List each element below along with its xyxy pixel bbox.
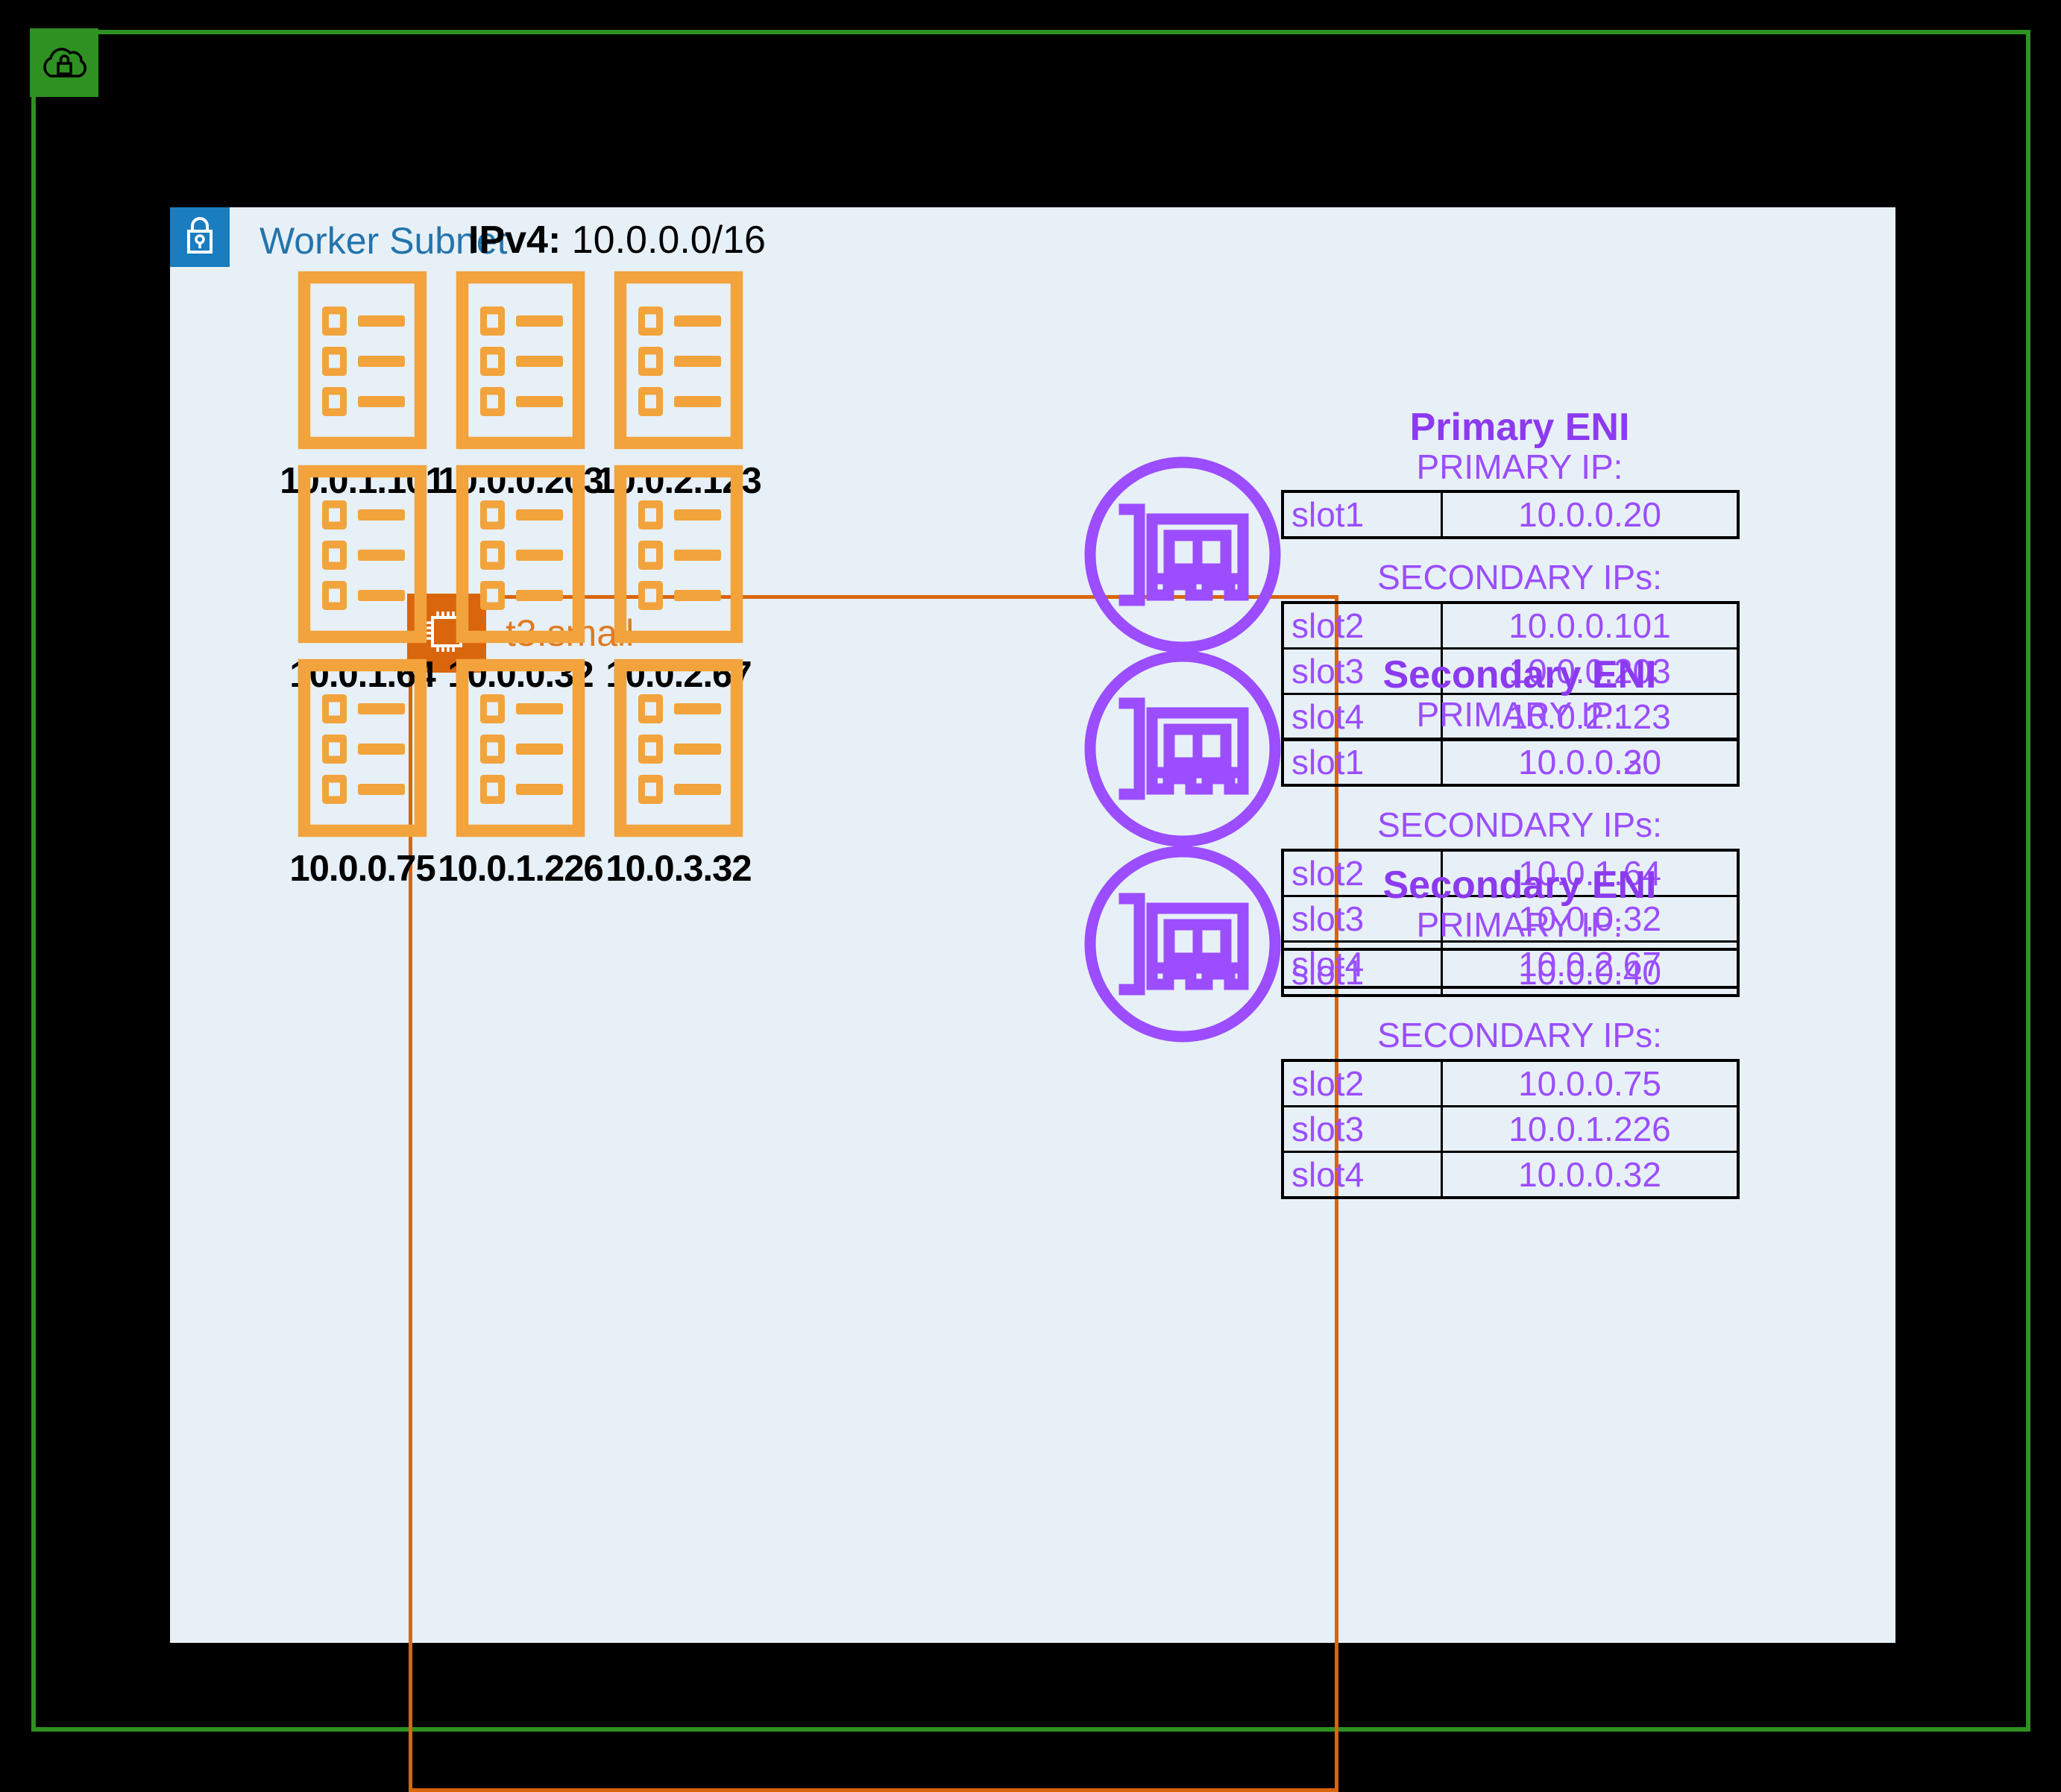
slot-label: slot1: [1281, 948, 1443, 997]
slot-label: slot3: [1281, 1104, 1443, 1153]
table-row: slot2 10.0.0.75: [1281, 1059, 1740, 1107]
secondary-ips-table: slot2 10.0.0.75 slot3 10.0.1.226 slot4 1…: [1281, 1058, 1740, 1199]
subnet-cidr-value: 10.0.0.0/16: [571, 219, 766, 262]
pod-8: 10.0.3.32: [567, 658, 790, 890]
ip-value: 10.0.1.226: [1441, 1104, 1740, 1153]
pod-ip-label: 10.0.1.226: [438, 849, 604, 889]
slot-label: slot2: [1281, 849, 1443, 897]
pod-icon: [456, 271, 585, 450]
ip-value: 10.0.0.101: [1441, 601, 1740, 650]
eni-block-2: Secondary ENI PRIMARY IP: slot1 10.0.0.4…: [1281, 865, 1758, 1199]
pod-icon: [614, 465, 743, 644]
worker-subnet-panel: Worker Subnet IPv4: 10.0.0.0/16: [170, 207, 1895, 1792]
ip-value: 10.0.0.32: [1441, 1150, 1740, 1199]
secondary-ips-table: slot2 10.0.0.101 slot3 10.0.0.203 slot4 …: [1281, 600, 1740, 741]
pod-icon: [298, 465, 427, 644]
pod-icon: [298, 658, 427, 837]
pod-icon: [298, 271, 427, 450]
secondary-ips-label: SECONDARY IPs:: [1377, 558, 1662, 597]
pod-icon: [614, 658, 743, 837]
primary-ip-table: slot1 10.0.0.20 10.0.0.20 10.0.0.30: [1281, 738, 1740, 787]
pod-icon: [456, 465, 585, 644]
eni-title: Secondary ENI: [1382, 864, 1657, 907]
ip-value: 10.0.0.75: [1441, 1059, 1740, 1107]
pod-icon: [614, 271, 743, 450]
subnet-badge: [170, 207, 230, 267]
ip-value: 10.0.0.40: [1441, 948, 1740, 997]
slot-label: slot3: [1281, 894, 1443, 943]
network-interface-card-icon: [1084, 456, 1281, 653]
primary-ip-table: slot1 10.0.0.20: [1281, 490, 1740, 540]
slot-label: slot3: [1281, 647, 1443, 695]
primary-ip-label: PRIMARY IP:: [1416, 694, 1623, 734]
eni-title: Secondary ENI: [1382, 653, 1657, 697]
ip-value: 10.0.0.203: [1441, 647, 1740, 695]
pod-7: 10.0.1.226: [409, 658, 632, 890]
ip-value: 10.0.1.64: [1441, 849, 1740, 897]
table-row: slot2 10.0.1.64: [1281, 849, 1740, 897]
slot-label: slot4: [1281, 692, 1443, 741]
eni-circle-0: [1081, 453, 1284, 656]
table-row: slot4 10.0.0.32: [1281, 1150, 1740, 1199]
slot-label: slot1: [1281, 490, 1443, 539]
primary-ip-label: PRIMARY IP:: [1416, 905, 1623, 944]
eni-block-0: Primary ENI PRIMARY IP: slot1 10.0.0.20 …: [1281, 407, 1758, 741]
slot-label: slot2: [1281, 1059, 1443, 1107]
slot-label: slot2: [1281, 601, 1443, 650]
vpc-badge: [30, 28, 98, 97]
secondary-ips-label: SECONDARY IPs:: [1377, 1016, 1662, 1055]
overlapping-ip-text: 10.0.0.20 10.0.0.20 10.0.0.30: [1518, 743, 1661, 782]
subnet-cidr: IPv4: 10.0.0.0/16: [468, 218, 766, 262]
secondary-ips-label: SECONDARY IPs:: [1377, 805, 1662, 845]
subnet-cidr-label: IPv4:: [468, 219, 561, 262]
ip-value: 10.0.0.20: [1441, 490, 1740, 539]
primary-ip-table: slot1 10.0.0.40: [1281, 948, 1740, 998]
primary-ip-label: PRIMARY IP:: [1416, 447, 1623, 486]
table-row: slot1 10.0.0.20: [1281, 490, 1740, 539]
pod-icon: [456, 658, 585, 837]
eni-circle-1: [1081, 647, 1284, 850]
slot-label: slot4: [1281, 1150, 1443, 1199]
eni-title: Primary ENI: [1409, 406, 1630, 449]
ip-value: 10.0.0.20 10.0.0.20 10.0.0.30: [1441, 738, 1740, 787]
table-row: slot2 10.0.0.101: [1281, 601, 1740, 650]
table-row: slot1 10.0.0.20 10.0.0.20 10.0.0.30: [1281, 738, 1740, 787]
table-row: slot1 10.0.0.40: [1281, 948, 1740, 997]
pod-6: 10.0.0.75: [251, 658, 474, 890]
table-row: slot3 10.0.1.226: [1281, 1104, 1740, 1153]
eni-circle-2: [1081, 843, 1284, 1046]
network-interface-card-icon: [1084, 650, 1281, 847]
pod-4: 10.0.0.32: [409, 465, 632, 696]
network-interface-card-icon: [1084, 846, 1281, 1043]
table-row: slot3 10.0.0.32: [1281, 894, 1740, 943]
subnet-title: Worker Subnet: [259, 220, 508, 262]
table-row: slot3 10.0.0.203: [1281, 647, 1740, 695]
slot-label: slot1: [1281, 738, 1443, 787]
pod-ip-label: 10.0.3.32: [605, 849, 752, 889]
vpc-boundary: [31, 30, 2030, 1732]
ip-value: 10.0.0.32: [1441, 894, 1740, 943]
padlock-icon: [183, 216, 217, 260]
cloud-lock-icon: [40, 43, 88, 82]
pod-ip-label: 10.0.0.75: [289, 849, 435, 889]
